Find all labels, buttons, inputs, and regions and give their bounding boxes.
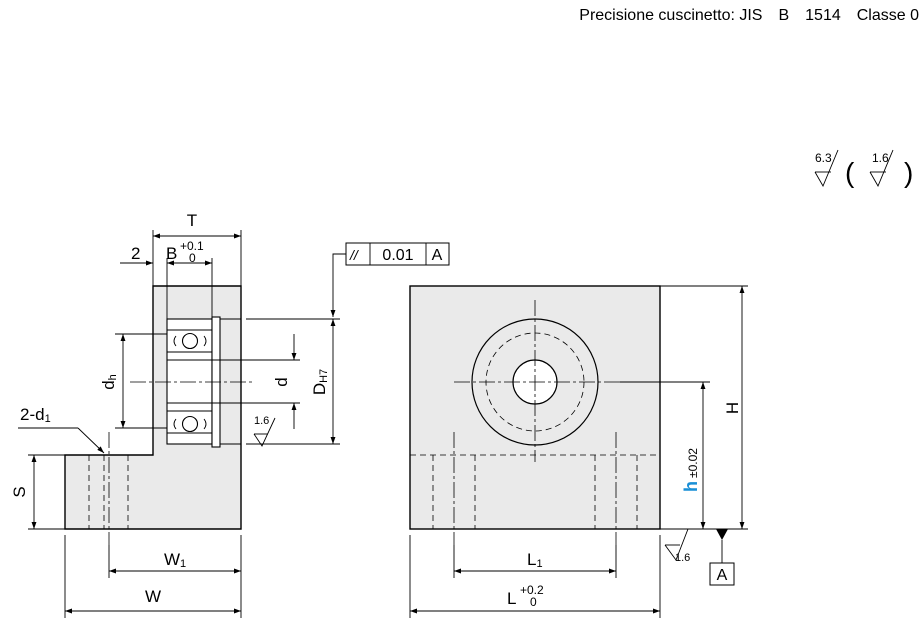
roughness-exception-symbol — [869, 149, 894, 188]
dim-dh-main: d — [99, 380, 118, 389]
roughness-open-paren: ( — [845, 157, 855, 188]
bearing-precision-note: Precisione cuscinetto: JIS B 1514 Classe… — [579, 7, 919, 24]
dim-S: S — [10, 486, 29, 497]
bearing-ball-bottom — [181, 415, 199, 433]
dim-H: H — [723, 402, 742, 414]
dim-h-tol: ±0.02 — [686, 448, 700, 478]
datum-triangle — [716, 529, 728, 540]
datum-A-label: A — [717, 567, 728, 584]
tolerance-value: 0.01 — [382, 247, 413, 264]
general-surface-finish: 6.3 ( 1.6 ) — [814, 149, 913, 188]
dim-L-tol-lower: 0 — [530, 595, 537, 609]
dim-B-tol-lower: 0 — [189, 251, 196, 265]
tolerance-symbol: // — [349, 247, 360, 263]
dim-D-sub: H7 — [318, 369, 330, 383]
dim-2-d1-main: 2-d — [20, 405, 45, 424]
dim-h-main: h — [681, 481, 701, 492]
dim-L1-main: L — [527, 550, 536, 569]
dim-L: L — [507, 589, 516, 608]
dim-2-d1-sub: 1 — [45, 413, 51, 425]
side-view — [64, 285, 252, 545]
dim-B: B — [166, 244, 177, 263]
roughness-bore-value: 1.6 — [254, 415, 269, 427]
roughness-close-paren: ) — [904, 157, 913, 188]
svg-text:dh: dh — [99, 374, 119, 390]
svg-text:W1: W1 — [164, 550, 186, 570]
roughness-general-value: 6.3 — [815, 151, 832, 165]
svg-text:2-d1: 2-d1 — [20, 405, 51, 425]
front-view-dimensions: H h±0.02 A 1.6 L1 L +0.2 0 — [409, 285, 748, 618]
dim-dh-sub: h — [107, 374, 119, 380]
side-view-dimensions: T 2 B +0.1 0 dh d DH7 1.6 2-d1 — [10, 211, 340, 618]
dim-W1-sub: 1 — [180, 558, 186, 570]
roughness-exception-value: 1.6 — [872, 151, 889, 165]
svg-text:h±0.02: h ±0.02 — [681, 448, 701, 492]
dim-d: d — [272, 377, 291, 386]
dim-L1-sub: 1 — [536, 558, 542, 570]
bearing-ball-top — [181, 332, 199, 350]
dim-W1-main: W — [164, 550, 180, 569]
dim-D-main: D — [310, 383, 329, 395]
roughness-general-symbol — [814, 149, 839, 188]
parallelism-tolerance-frame: // 0.01 A — [330, 242, 450, 317]
front-view — [409, 285, 661, 545]
dim-2: 2 — [131, 244, 140, 263]
dim-T: T — [187, 211, 197, 230]
roughness-base-value: 1.6 — [675, 552, 690, 564]
tolerance-datum: A — [432, 247, 443, 264]
svg-text:DH7: DH7 — [310, 369, 330, 395]
dim-W: W — [145, 587, 161, 606]
svg-text:L1: L1 — [527, 550, 543, 570]
dim-L-tol-upper: +0.2 — [520, 583, 544, 597]
dim-B-tol-upper: +0.1 — [180, 239, 204, 253]
